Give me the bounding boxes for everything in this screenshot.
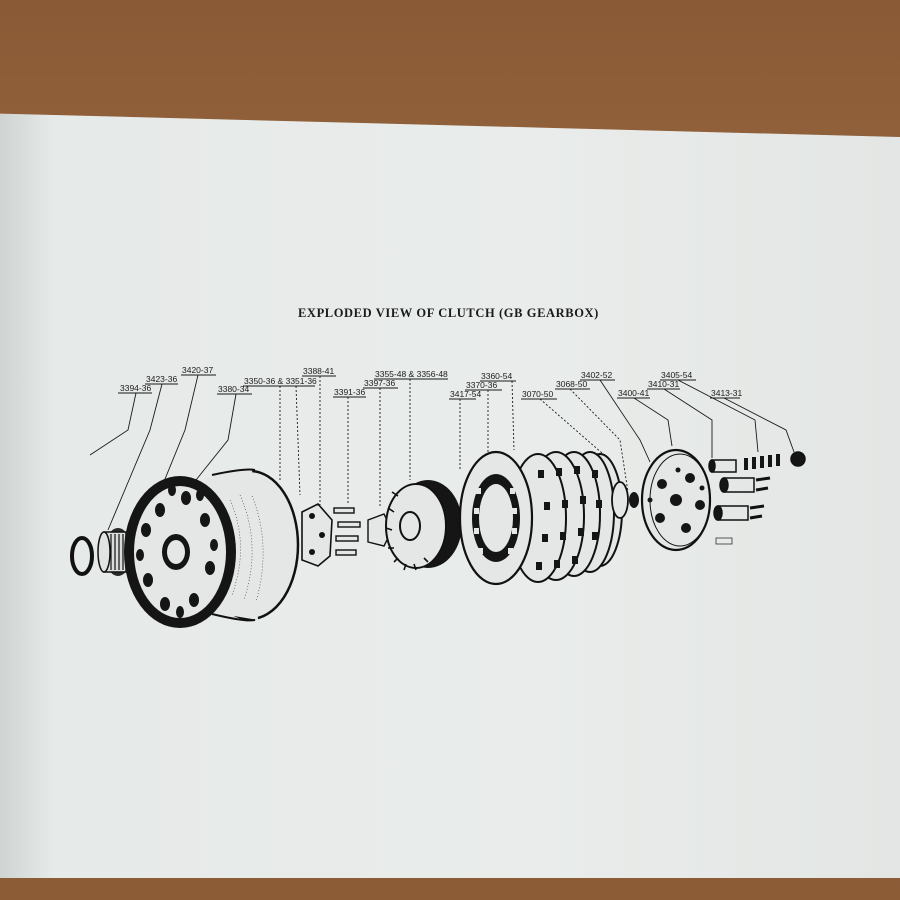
- label-3360-54: 3360-54: [481, 371, 512, 381]
- page-title: EXPLODED VIEW OF CLUTCH (GB GEARBOX): [298, 306, 599, 320]
- label-3350-36-3351-36: 3350-36 & 3351-36: [244, 376, 317, 386]
- maker-stamp: [715, 537, 733, 545]
- label-3070-50: 3070-50: [522, 389, 553, 399]
- label-3391-36: 3391-36: [334, 387, 365, 397]
- label-3388-41: 3388-41: [303, 366, 334, 376]
- label-3400-41: 3400-41: [618, 388, 649, 398]
- label-3423-36: 3423-36: [146, 374, 177, 384]
- label-3417-54: 3417-54: [450, 389, 481, 399]
- label-3380-34: 3380-34: [218, 384, 249, 394]
- clutch-centre: [385, 480, 462, 571]
- spring-plate-with-studs: [301, 503, 393, 567]
- clutch-chainwheel: [124, 468, 300, 628]
- label-3410-31: 3410-31: [648, 379, 679, 389]
- springs-and-adjusters: [708, 451, 806, 521]
- pressure-plate: [640, 448, 712, 552]
- label-3355-48-3356-48: 3355-48 & 3356-48: [375, 369, 448, 379]
- label-3402-52: 3402-52: [581, 370, 612, 380]
- pressure-plate-hub: [611, 481, 639, 519]
- label-3420-37: 3420-37: [182, 365, 213, 375]
- leader-lines: [89, 374, 795, 561]
- thrust-washer: [70, 536, 94, 576]
- label-3370-36: 3370-36: [466, 380, 497, 390]
- label-3397-36: 3397-36: [364, 378, 395, 388]
- label-3068-50: 3068-50: [556, 379, 587, 389]
- part-labels: 3394-36 3423-36 3420-37 3380-34 3350-36 …: [120, 365, 742, 399]
- clutch-plates-stack: [458, 450, 623, 586]
- label-3394-36: 3394-36: [120, 383, 151, 393]
- label-3405-54: 3405-54: [661, 370, 692, 380]
- label-3413-31: 3413-31: [711, 388, 742, 398]
